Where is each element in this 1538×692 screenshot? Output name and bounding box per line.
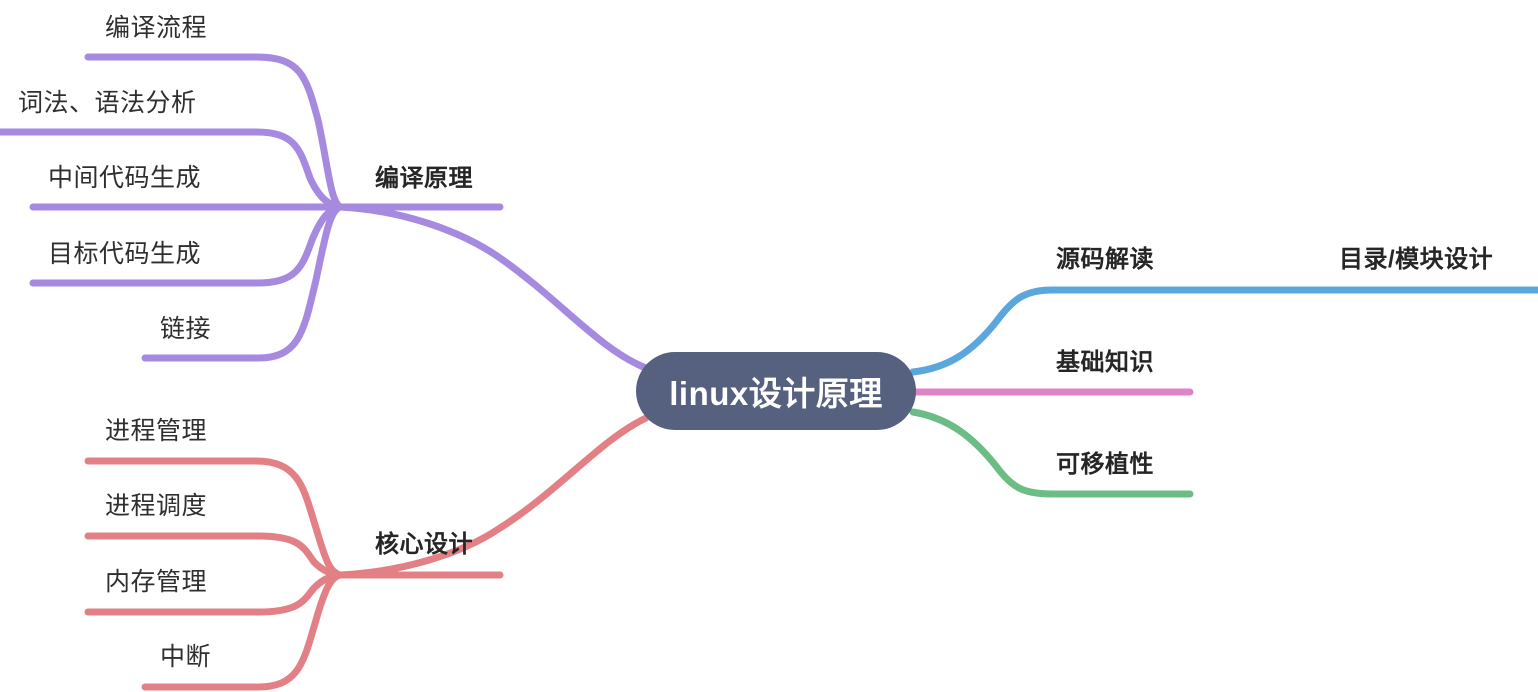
edge-root-to-compiler-theory: [336, 203, 650, 372]
leaf-label-interrupt[interactable]: 中断: [160, 643, 212, 671]
edge-compiler-theory-child-0: [84, 53, 344, 211]
leaf-label-linking[interactable]: 链接: [160, 315, 212, 343]
branch-label-source-reading[interactable]: 源码解读: [1056, 246, 1154, 273]
branch-label-compiler-theory[interactable]: 编译原理: [375, 165, 473, 192]
edge-core-design-child-3: [141, 571, 344, 691]
edge-compiler-theory-child-4: [141, 203, 344, 362]
leaf-label-process-management[interactable]: 进程管理: [105, 417, 208, 445]
root-node-label: linux设计原理: [669, 375, 883, 412]
branch-label-basic-knowledge[interactable]: 基础知识: [1056, 349, 1154, 376]
leaf-label-lexical-syntax-analysis[interactable]: 词法、语法分析: [18, 89, 197, 117]
leaf-label-intermediate-code-generation[interactable]: 中间代码生成: [48, 164, 202, 192]
root-node[interactable]: linux设计原理: [636, 352, 916, 430]
leaf-label-directory-module-design[interactable]: 目录/模块设计: [1339, 246, 1494, 273]
branch-label-portability[interactable]: 可移植性: [1056, 451, 1154, 478]
edge-compiler-theory-child-3: [29, 203, 344, 287]
branch-label-core-design[interactable]: 核心设计: [375, 531, 473, 558]
leaf-label-target-code-generation[interactable]: 目标代码生成: [48, 240, 202, 268]
leaf-label-compiler-flow[interactable]: 编译流程: [105, 14, 208, 42]
edge-compiler-theory-child-1: [0, 128, 344, 211]
edge-root-to-portability: [909, 408, 1194, 498]
edge-root-to-source-reading: [909, 286, 1538, 376]
edge-core-design-child-0: [84, 457, 344, 579]
edge-root-to-core-design: [336, 414, 650, 579]
leaf-label-process-scheduling[interactable]: 进程调度: [105, 492, 208, 520]
leaf-label-memory-management[interactable]: 内存管理: [105, 568, 208, 596]
